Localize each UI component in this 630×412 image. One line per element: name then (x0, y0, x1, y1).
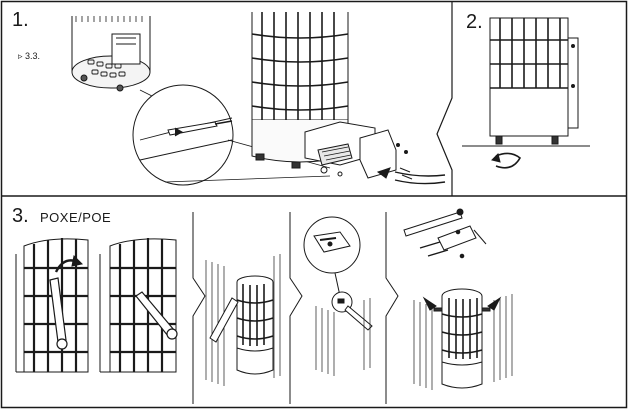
wall-bracket-icon (313, 231, 351, 253)
heater-side-view (462, 17, 590, 169)
screw-icon (427, 249, 449, 257)
connection-box (304, 121, 446, 185)
push-arrow-icon (487, 296, 502, 311)
wall-bracket-icon (437, 225, 477, 251)
brackets-exploded (403, 208, 487, 259)
heater-base-underside (71, 16, 151, 92)
wall-bracket-callout (303, 216, 373, 376)
step-2-number: 2. (466, 11, 483, 33)
step-3-number: 3. (12, 205, 29, 227)
guard-rail-detail-right (99, 238, 178, 373)
screw-icon (456, 208, 464, 216)
panel-divider-step2 (436, 2, 453, 196)
screw-icon (419, 241, 441, 249)
push-arrow-icon (422, 296, 437, 311)
step-1-number: 1. (12, 9, 29, 31)
push-arrow-icon (376, 167, 391, 179)
guard-rail-detail-left (15, 238, 89, 373)
heater-between-walls (413, 288, 513, 390)
step3-dividers (192, 212, 399, 404)
rotate-arrow-icon (495, 152, 522, 169)
screw-icon (396, 143, 400, 147)
step-3-models: POXE/POE (40, 210, 112, 225)
push-arrow-icon (174, 127, 184, 137)
screw-icon (404, 150, 408, 154)
step-1-reference: ▹ 3.3. (18, 51, 41, 61)
heater-with-rail (205, 254, 281, 386)
detail-callout (132, 84, 331, 186)
